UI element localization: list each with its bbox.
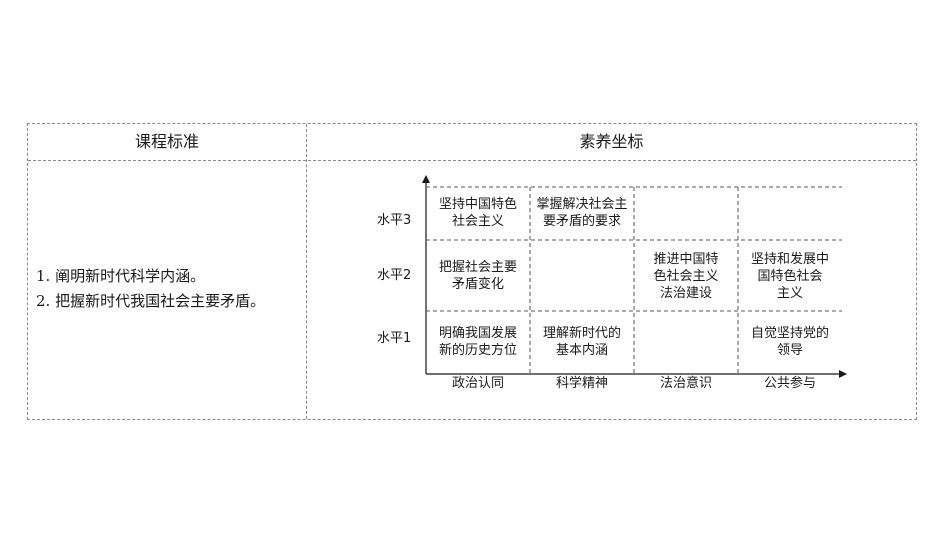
y-label-level1: 水平1 [377, 331, 412, 346]
curriculum-table: 课程标准 素养坐标 [27, 123, 917, 420]
cell-text-line: 自觉坚持党的 [750, 326, 829, 341]
cell-text-line: 新的历史方位 [438, 343, 517, 358]
cell-text-line: 社会主义 [451, 214, 504, 229]
cell-level1-political-identity: 明确我国发展 新的历史方位 [426, 325, 530, 359]
cell-text-line: 矛盾变化 [451, 277, 504, 292]
cell-text-line: 法治建设 [659, 286, 712, 301]
cell-text-line: 推进中国特 [653, 252, 719, 267]
header-literacy-coordinate: 素养坐标 [579, 132, 644, 151]
cell-text-line: 要矛盾的要求 [542, 214, 621, 229]
cell-level2-political-identity: 把握社会主要 矛盾变化 [426, 259, 530, 293]
cell-level1-public-participation: 自觉坚持党的 领导 [738, 325, 842, 359]
cell-level1-scientific-spirit: 理解新时代的 基本内涵 [530, 325, 634, 359]
x-label-rule-of-law: 法治意识 [659, 376, 712, 391]
cell-level3-scientific-spirit: 掌握解决社会主 要矛盾的要求 [530, 196, 634, 230]
header-divider [28, 160, 916, 161]
cell-text-line: 坚持和发展中 [750, 252, 829, 267]
cell-text-line: 理解新时代的 [542, 326, 621, 341]
cell-text-line: 把握社会主要 [438, 260, 517, 275]
y-label-level3: 水平3 [377, 213, 412, 228]
cell-level2-public-participation: 坚持和发展中 国特色社会 主义 [738, 251, 842, 302]
cell-text-line: 坚持中国特色 [438, 197, 517, 212]
cell-text-line: 基本内涵 [555, 343, 608, 358]
x-label-political-identity: 政治认同 [451, 376, 504, 391]
cell-text-line: 主义 [776, 286, 803, 301]
standards-list: 1. 阐明新时代科学内涵。 2. 把握新时代我国社会主要矛盾。 [36, 264, 265, 314]
x-label-scientific-spirit: 科学精神 [555, 376, 608, 391]
cell-text-line: 色社会主义 [653, 269, 719, 284]
cell-text-line: 掌握解决社会主 [536, 197, 628, 212]
y-label-level2: 水平2 [377, 268, 412, 283]
cell-level2-rule-of-law: 推进中国特 色社会主义 法治建设 [634, 251, 738, 302]
cell-text-line: 国特色社会 [757, 269, 823, 284]
standard-item-1: 1. 阐明新时代科学内涵。 [36, 267, 206, 285]
cell-text-line: 明确我国发展 [438, 326, 517, 341]
x-label-public-participation: 公共参与 [763, 376, 816, 391]
cell-text-line: 领导 [776, 343, 803, 358]
column-divider [306, 124, 307, 419]
header-curriculum-standard: 课程标准 [134, 132, 199, 151]
standard-item-2: 2. 把握新时代我国社会主要矛盾。 [36, 292, 266, 310]
cell-level3-political-identity: 坚持中国特色 社会主义 [426, 196, 530, 230]
